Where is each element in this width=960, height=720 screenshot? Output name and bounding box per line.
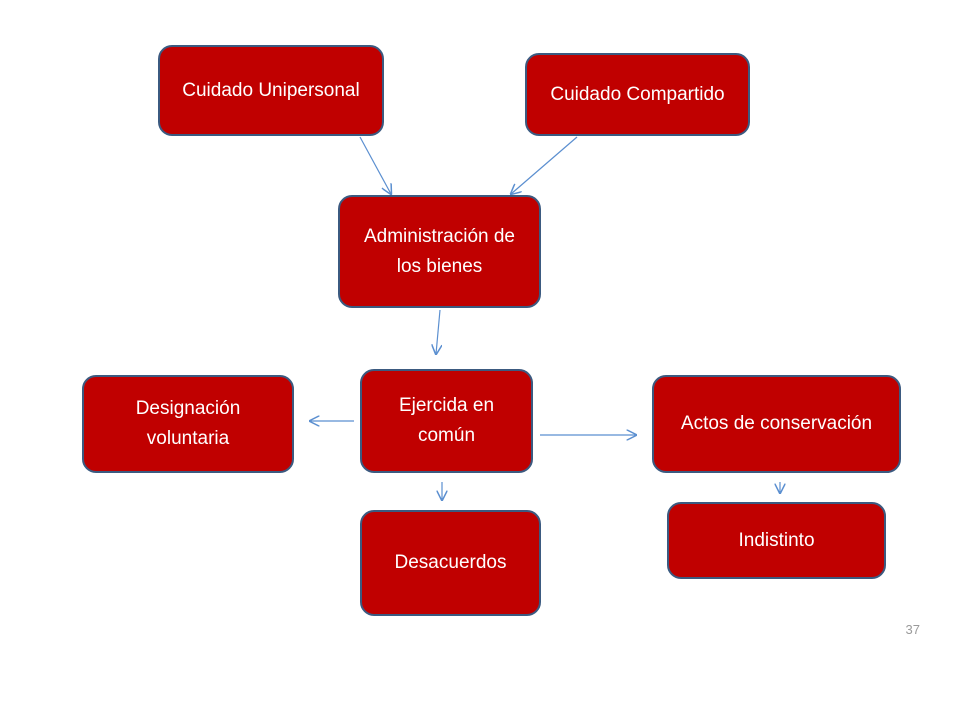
node-label: Ejercida en común (398, 395, 495, 446)
node-cuidado-compartido: Cuidado Compartido (525, 53, 750, 136)
arrow-administracion-to-ejercida (436, 309, 440, 354)
node-label: Cuidado Compartido (550, 83, 725, 105)
node-label: Administración de los bienes (363, 225, 516, 277)
node-ejercida-en-comun: Ejercida en común (360, 369, 533, 473)
node-designacion-voluntaria: Designación voluntaria (82, 375, 294, 473)
arrow-compartido-to-administracion (511, 136, 578, 194)
node-cuidado-unipersonal: Cuidado Unipersonal (158, 45, 384, 136)
node-actos-conservacion: Actos de conservación (652, 375, 901, 473)
node-indistinto: Indistinto (667, 502, 886, 579)
node-label: Cuidado Unipersonal (182, 79, 360, 101)
node-label: Indistinto (738, 529, 815, 551)
page-number: 37 (905, 622, 920, 637)
arrow-unipersonal-to-administracion (359, 136, 391, 194)
node-label: Desacuerdos (394, 552, 507, 573)
node-desacuerdos: Desacuerdos (360, 510, 541, 616)
node-label: Designación voluntaria (135, 398, 241, 449)
node-label: Actos de conservación (680, 413, 873, 434)
node-administracion-bienes: Administración de los bienes (338, 195, 541, 308)
